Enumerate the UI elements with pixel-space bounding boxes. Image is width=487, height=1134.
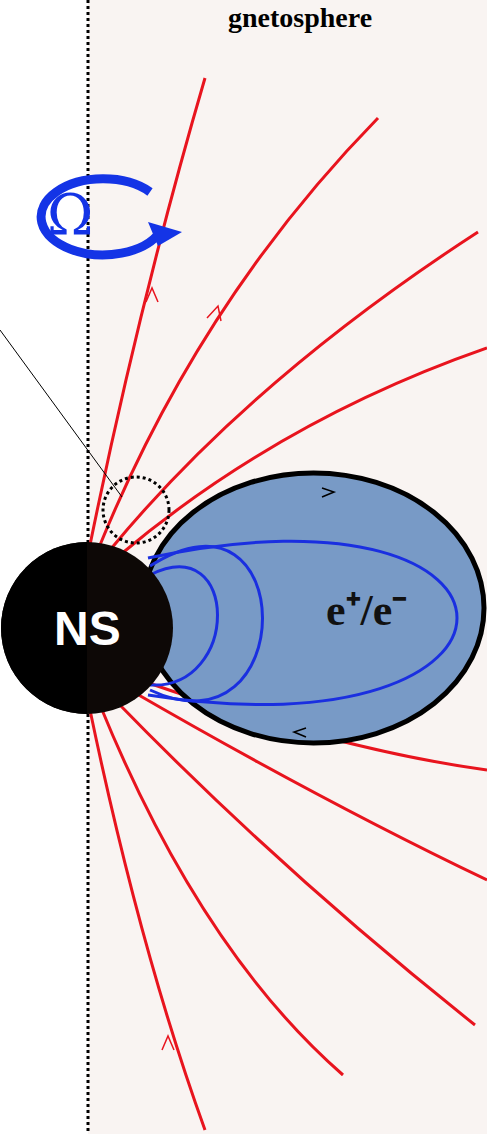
zoom-circle	[103, 477, 169, 543]
leader-line	[0, 330, 122, 497]
title-fragment: gnetosphere	[228, 2, 372, 34]
background-panel	[88, 0, 487, 1134]
plasma-region: e⁺/e⁻	[140, 470, 487, 746]
node-label: e⁺/e⁻	[326, 578, 407, 638]
neutron-star: NS	[0, 541, 174, 715]
omega-symbol: Ω	[47, 182, 93, 247]
rotation-arrow	[41, 179, 182, 255]
plasma-region-outline	[140, 470, 487, 746]
node-label: NS	[54, 601, 121, 656]
